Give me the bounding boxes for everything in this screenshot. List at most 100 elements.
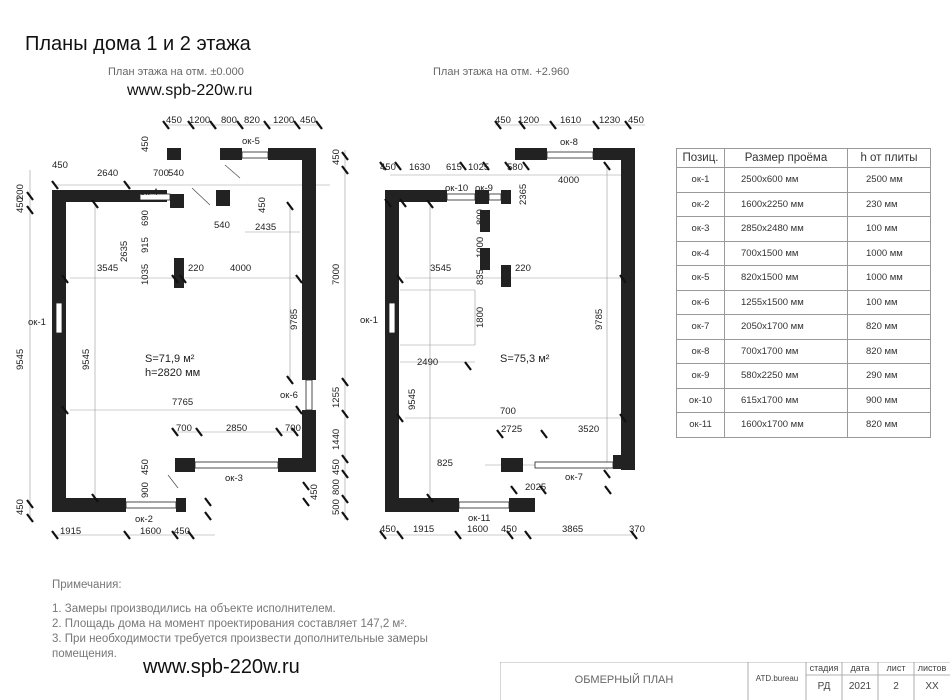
p1-dim-700b: 700	[176, 423, 192, 434]
notes: Примечания: 1. Замеры производились на о…	[52, 578, 428, 662]
cell-position: ок-1	[676, 167, 725, 193]
title-block: ОБМЕРНЫЙ ПЛАН ATD.bureau стадия дата лис…	[500, 662, 950, 700]
p1-dim-top-6: 1200	[273, 115, 294, 126]
p1-window-ok4: ок-4	[140, 187, 158, 198]
p1-dim-915: 915	[140, 237, 151, 253]
col-height: h от плиты	[847, 148, 931, 168]
stamp-header-sheet: лист	[886, 663, 906, 673]
p2-window-ok7: ок-7	[565, 472, 583, 483]
p2-dim-top-1230: 1230	[599, 115, 620, 126]
p1-dim-450-c: 450	[140, 459, 151, 475]
p1-dim-top-1: 450	[166, 115, 182, 126]
p1-dim-bottom-1915: 1915	[60, 526, 81, 537]
p2-dim-bottom-370: 370	[629, 524, 645, 535]
stamp-header-sheets: листов	[917, 663, 947, 673]
p1-area: S=71,9 м²	[145, 353, 195, 365]
p2-window-ok8: ок-8	[560, 137, 578, 148]
note-1: 1. Замеры производились на объекте испол…	[52, 603, 336, 615]
cell-position: ок-6	[676, 289, 725, 315]
p1-window-ok1: ок-1	[28, 317, 46, 328]
p2-dim-9545: 9545	[407, 389, 418, 410]
p1-dim-left-450b: 450	[15, 499, 26, 515]
plan1-caption: План этажа на отм. ±0.000	[108, 66, 244, 78]
cell-height: 820 мм	[847, 314, 931, 340]
p1-dim-2640: 2640	[97, 168, 118, 179]
p2-dim-top-450: 450	[495, 115, 511, 126]
p1-window-ok6: ок-6	[280, 390, 298, 401]
cell-height: 820 мм	[847, 412, 931, 438]
p1-dim-left-450: 450	[15, 197, 26, 213]
p1-dim-4000: 4000	[230, 263, 251, 274]
p1-dim-2435: 2435	[255, 222, 276, 233]
cell-size: 2500х600 мм	[724, 167, 848, 193]
p2-dim-3545: 3545	[430, 263, 451, 274]
p1-dim-top-7: 450	[300, 115, 316, 126]
p2-window-ok9: ок-9	[475, 183, 493, 194]
cell-height: 100 мм	[847, 216, 931, 242]
cell-size: 820х1500 мм	[724, 265, 848, 291]
p2-dim-4000: 4000	[558, 175, 579, 186]
stamp-header-date: дата	[850, 663, 870, 673]
p1-dim-right-450b: 450	[331, 459, 342, 475]
p1-window-ok2: ок-2	[135, 514, 153, 525]
cell-height: 1000 мм	[847, 265, 931, 291]
p2-dim-1800: 1800	[475, 307, 486, 328]
p2-dim-top-1610: 1610	[560, 115, 581, 126]
p1-dim-450-e: 450	[257, 197, 268, 213]
note-3-cont: помещения.	[52, 648, 117, 660]
p2-dim-9785: 9785	[594, 309, 605, 330]
p2-area: S=75,3 м²	[500, 353, 550, 365]
p1-dim-900: 900	[140, 482, 151, 498]
cell-height: 1000 мм	[847, 240, 931, 266]
p2-dim-580: 580	[507, 162, 523, 173]
p1-dim-right-800: 800	[331, 479, 342, 495]
cell-size: 700х1500 мм	[724, 240, 848, 266]
plan2-caption: План этажа на отм. +2.960	[433, 66, 570, 78]
cell-height: 230 мм	[847, 191, 931, 217]
p1-dim-2850: 2850	[226, 423, 247, 434]
p2-window-ok1: ок-1	[360, 315, 378, 326]
p2-dim-3520: 825	[437, 458, 453, 469]
p2-dim-1000: 1000	[475, 237, 486, 258]
p1-dim-2635: 2635	[119, 241, 130, 262]
cell-position: ок-11	[676, 412, 725, 438]
p2-window-ok10: ок-10	[445, 183, 468, 194]
p2-dim-2365: 2365	[518, 184, 529, 205]
note-3: 3. При необходимости требуется произвест…	[52, 633, 428, 645]
cell-size: 700х1700 мм	[724, 338, 848, 364]
p2-dim-800: 800	[475, 209, 486, 225]
p1-dim-left-200: 200	[15, 184, 26, 200]
p1-dim-7765: 7765	[172, 397, 193, 408]
cell-size: 615х1700 мм	[724, 387, 848, 413]
cell-position: ок-3	[676, 216, 725, 242]
p1-dim-220: 220	[188, 263, 204, 274]
p2-dim-bottom-3865: 3865	[562, 524, 583, 535]
p1-window-ok5: ок-5	[242, 136, 260, 147]
p1-dim-top-5: 820	[244, 115, 260, 126]
p2-window-ok11: ок-11	[468, 513, 490, 524]
p1-dim-left-9545: 9545	[15, 349, 26, 370]
cell-size: 1255х1500 мм	[724, 289, 848, 315]
cell-position: ок-7	[676, 314, 725, 340]
cell-position: ок-9	[676, 363, 725, 389]
p1-dim-3545: 3545	[97, 263, 118, 274]
p1-dim-bottom-450: 450	[174, 526, 190, 537]
p1-dim-700c: 700	[285, 423, 301, 434]
p1-dim-540: 540	[168, 168, 184, 179]
p1-dim-450-a: 450	[52, 160, 68, 171]
cell-height: 100 мм	[847, 289, 931, 315]
p1-dim-right-450: 450	[331, 149, 342, 165]
page-title: Планы дома 1 и 2 этажа	[25, 33, 251, 55]
p2-dim-835: 835	[475, 269, 486, 285]
stamp-header-stage: стадия	[809, 663, 839, 673]
doc-name: ОБМЕРНЫЙ ПЛАН	[574, 674, 674, 686]
